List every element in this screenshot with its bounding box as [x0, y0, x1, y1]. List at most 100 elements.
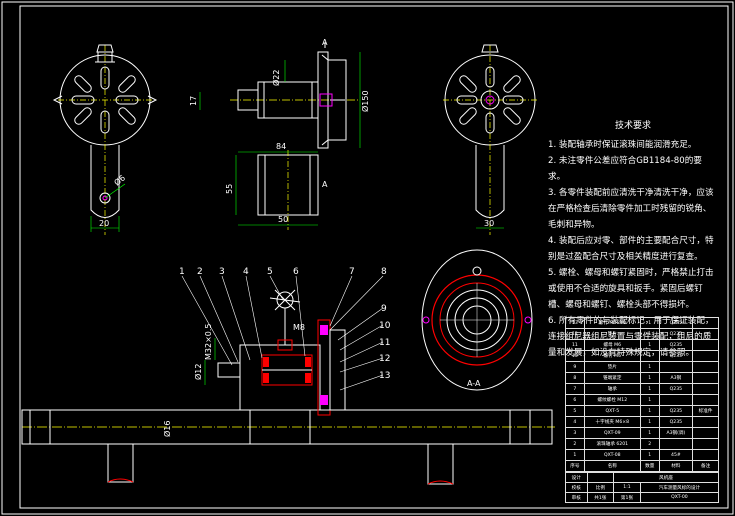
balloon-2: 2 — [197, 267, 203, 277]
bom-cell: 12 — [565, 328, 585, 340]
tb-cell: 比例 — [586, 482, 615, 493]
balloon-9: 9 — [381, 304, 387, 314]
section-label-a: A — [322, 180, 328, 189]
assembly-view: Ø12 M32×0.5 M8 Ø16 — [21, 275, 555, 485]
title-row-1: 设计 风机座 — [565, 472, 719, 483]
dim-d12: Ø12 — [193, 364, 203, 380]
balloon-8: 8 — [381, 267, 387, 277]
bom-cell: 7 — [565, 383, 585, 395]
bom-cell: Q235 — [658, 328, 694, 340]
bom-cell — [692, 394, 719, 406]
bom-cell: 5 — [565, 405, 585, 417]
bom-cell: 滚珠轴承 6201 — [583, 438, 641, 450]
bom-cell: 垫片 — [583, 361, 641, 373]
bom-cell: 1 — [639, 405, 660, 417]
dim-84: 84 — [276, 142, 286, 151]
bom-cell — [658, 394, 694, 406]
bom-cell: Q235 — [658, 405, 694, 417]
bom-cell: 名称 — [583, 460, 641, 472]
tb-cell: 审核 — [565, 492, 588, 503]
bom-cell: 1 — [639, 317, 660, 329]
balloon-7: 7 — [349, 267, 355, 277]
bom-cell: 13 — [565, 317, 585, 329]
tech-item-1: 1. 装配轴承时保证滚珠间能润滑充足。 — [548, 140, 697, 150]
bom-cell — [692, 350, 719, 362]
title-block: 设计 风机座 校核 比例 1:1 汽车测量风标的设计 审核 共1张 第1张 QX… — [565, 472, 720, 503]
bom-cell: 6 — [565, 394, 585, 406]
bom-cell: 1 — [565, 449, 585, 461]
tech-item-3: 3. 各零件装配前应清洗干净清洗干净，应该在严格检查后清除零件加工时残留的锐角、… — [548, 188, 714, 230]
dim-d16: Ø16 — [162, 421, 172, 437]
dim-d6: Ø6 — [112, 173, 127, 188]
balloon-6: 6 — [293, 267, 299, 277]
bom-cell: 1 — [639, 328, 660, 340]
bom-cell: 1 — [639, 449, 660, 461]
balloon-13: 13 — [379, 371, 390, 381]
bom-cell: 11 — [565, 339, 585, 351]
bom-cell: 1 — [639, 383, 660, 395]
dim-20: 20 — [99, 219, 109, 228]
title-row-2: 校核 比例 1:1 汽车测量风标的设计 — [565, 482, 720, 493]
tb-cell: 1:1 — [613, 482, 641, 493]
bom-cell — [692, 361, 719, 373]
tech-item-4: 4. 装配后应对零、部件的主要配合尺寸，特别是过盈配合尺寸及相关精度进行复查。 — [548, 236, 714, 262]
tb-cell — [586, 472, 615, 483]
bom-cell: 1 — [639, 350, 660, 362]
dim-d22: Ø22 — [271, 70, 281, 86]
bom-cell: 轴承 — [583, 383, 641, 395]
tb-project: 汽车测量风标的设计 — [639, 482, 720, 493]
bom-cell: 4 — [565, 416, 585, 428]
bom-cell — [692, 416, 719, 428]
balloons: 1 2 3 4 5 6 7 8 9 10 11 12 13 — [179, 267, 391, 381]
bom-cell: A3钢(调) — [658, 427, 694, 439]
tech-requirements-title: 技术要求 — [614, 121, 651, 131]
bom-cell: 螺钉 M5 — [583, 350, 641, 362]
bom-cell — [692, 328, 719, 340]
tb-cell: 第1张 — [613, 492, 641, 503]
dim-m32: M32×0.5 — [204, 323, 213, 360]
tb-part-name: 风机座 — [613, 472, 719, 483]
bom-cell — [658, 438, 694, 450]
bom-cell: 垫片 — [583, 328, 641, 340]
bom-cell — [692, 372, 719, 384]
bom-cell — [692, 449, 719, 461]
tb-cell: 共1张 — [586, 492, 615, 503]
dim-17: 17 — [189, 96, 198, 106]
bom-cell: 序号 — [565, 460, 585, 472]
bom-cell: Q235 — [658, 317, 694, 329]
bom-cell: 备注 — [692, 460, 719, 472]
dim-55: 55 — [225, 184, 234, 194]
section-view: A-A — [421, 249, 533, 391]
bom-cell: QXT-08 — [583, 449, 641, 461]
bom-cell — [692, 438, 719, 450]
balloon-11: 11 — [379, 338, 390, 348]
tb-cell: 设计 — [565, 472, 588, 483]
tb-drawing-no: QXT-00 — [639, 492, 720, 503]
bom-cell: Q235 — [658, 383, 694, 395]
bom-cell — [692, 427, 719, 439]
bom-cell: 45# — [658, 449, 694, 461]
tech-item-5: 5. 螺栓、螺母和螺钉紧固时，严格禁止打击或使用不合适的旋具和扳手。紧固后螺钉槽… — [548, 268, 714, 310]
bom-cell — [692, 339, 719, 351]
bom-cell: Q235 — [658, 416, 694, 428]
bom-cell: 1 — [639, 427, 660, 439]
bom-cell: 数量 — [639, 460, 660, 472]
front-view: Ø22 Ø150 17 84 50 55 A A — [189, 38, 370, 230]
dim-d150: Ø150 — [360, 90, 370, 112]
balloon-3: 3 — [219, 267, 225, 277]
balloon-12: 12 — [379, 354, 390, 364]
section-view-label: A-A — [467, 379, 481, 388]
balloon-4: 4 — [243, 267, 249, 277]
bom-cell: 2 — [639, 438, 660, 450]
